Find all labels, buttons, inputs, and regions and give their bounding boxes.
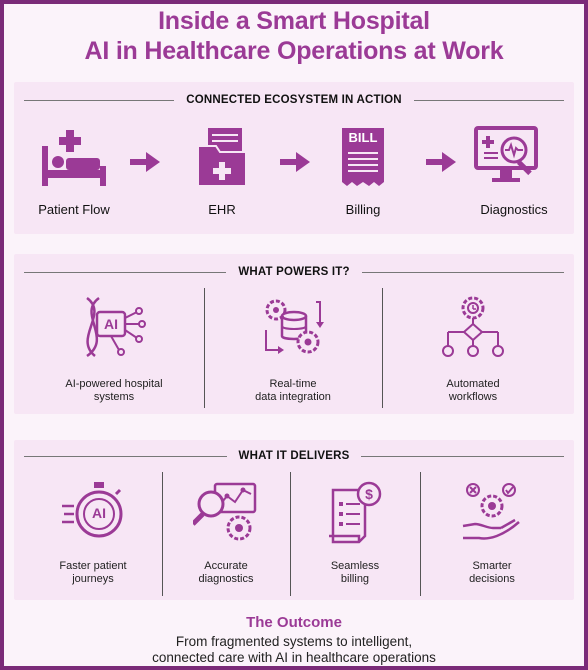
step-label-diagnostics: Diagnostics [480, 202, 548, 217]
title-line-1: Inside a Smart Hospital [158, 7, 430, 35]
column-divider [290, 472, 291, 596]
title-line-2: AI in Healthcare Operations at Work [84, 37, 504, 65]
deliver-label-4a: Smarter [472, 560, 512, 572]
step-label-patient-flow: Patient Flow [38, 202, 110, 217]
deliver-label-2b: diagnostics [198, 573, 254, 585]
power-label-2b: data integration [255, 391, 331, 403]
database-gears-icon [265, 299, 324, 354]
svg-text:$: $ [365, 486, 373, 502]
delivers-panel: WHAT IT DELIVERS AI Faster pa [14, 440, 574, 600]
outcome-title: The Outcome [246, 614, 342, 631]
power-item-ai-systems: AI AI-powered hospital systems [24, 294, 204, 404]
bill-icon-text: BILL [348, 130, 378, 145]
delivers-heading: WHAT IT DELIVERS [24, 448, 564, 464]
column-divider [420, 472, 421, 596]
power-label-1b: systems [93, 391, 135, 403]
power-label-2a: Real-time [269, 378, 317, 390]
power-item-data-integration: Real-time data integration [204, 294, 382, 404]
deliver-label-1a: Faster patient [59, 560, 127, 572]
deliver-item-seamless-billing: $ Seamless billing [290, 480, 420, 586]
arrow-right-icon [280, 152, 310, 172]
ai-chip-text: AI [104, 316, 118, 332]
medical-folder-icon [197, 128, 247, 187]
deliver-label-1b: journeys [72, 573, 114, 585]
chart-magnifier-icon [193, 482, 257, 541]
powers-heading: WHAT POWERS IT? [24, 264, 565, 280]
patient-bed-icon [42, 130, 106, 186]
hand-gear-icon [462, 483, 520, 540]
ai-dna-circuit-icon: AI [79, 294, 149, 360]
arrow-right-icon [426, 152, 456, 172]
arrow-right-icon [130, 152, 160, 172]
ai-stopwatch-icon: AI [60, 480, 126, 546]
deliver-label-2a: Accurate [204, 560, 248, 572]
deliver-label-3b: billing [340, 573, 370, 585]
outcome-line-1: From fragmented systems to intelligent, [175, 634, 413, 649]
column-divider [204, 288, 205, 408]
stopwatch-ai-text: AI [92, 505, 106, 521]
step-label-billing: Billing [345, 202, 381, 217]
ecosystem-heading: CONNECTED ECOSYSTEM IN ACTION [24, 92, 564, 108]
workflow-gear-icon [442, 296, 504, 357]
step-label-ehr: EHR [208, 202, 236, 217]
outcome-text: From fragmented systems to intelligent, … [4, 634, 584, 666]
power-label-3b: workflows [448, 391, 498, 403]
deliver-item-accurate-diagnostics: Accurate diagnostics [162, 480, 290, 586]
deliver-item-smarter-decisions: Smarter decisions [420, 480, 564, 586]
power-label-3a: Automated [446, 378, 500, 390]
outcome-line-2: connected care with AI in healthcare ope… [152, 650, 436, 665]
column-divider [162, 472, 163, 596]
deliver-item-faster-journeys: AI Faster patient journeys [24, 480, 162, 586]
invoice-dollar-icon: $ [329, 481, 382, 544]
powers-panel: WHAT POWERS IT? [14, 254, 574, 414]
column-divider [382, 288, 383, 408]
deliver-label-4b: decisions [469, 573, 515, 585]
power-label-1a: AI-powered hospital [65, 378, 163, 390]
diagnostic-monitor-icon [474, 126, 538, 182]
power-item-workflows: Automated workflows [382, 294, 564, 404]
bill-receipt-icon: BILL [340, 126, 386, 188]
deliver-label-3a: Seamless [330, 560, 380, 572]
ecosystem-panel: CONNECTED ECOSYSTEM IN ACTION Patient Fl… [14, 82, 574, 234]
page-title: Inside a Smart Hospital AI in Healthcare… [4, 6, 584, 66]
